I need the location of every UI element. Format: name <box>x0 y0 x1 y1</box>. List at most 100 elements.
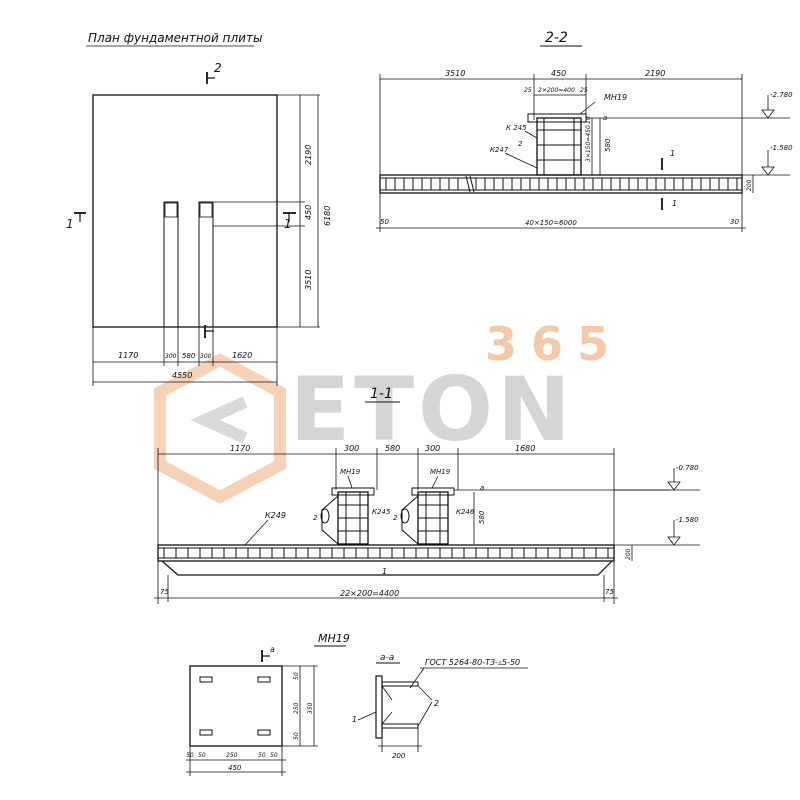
rebar-cage-1-1-left <box>320 487 375 545</box>
cut-mark-2-bottom <box>204 325 214 338</box>
dimension-label: -1.580 <box>676 516 699 524</box>
mn19-cut-mark: а <box>261 645 275 662</box>
dimension-label: 10 <box>585 116 592 124</box>
dimension-label: 2 <box>214 61 222 75</box>
plan-title: План фундаментной плиты <box>88 31 262 45</box>
dimension-label: 580 <box>385 444 400 453</box>
dimension-label: 25 <box>580 87 588 94</box>
mn19-title: МН19 <box>318 632 350 645</box>
dimension-label: МН19 <box>430 468 451 476</box>
dimension-label: 2×200=400 <box>538 87 575 94</box>
dimension-label: МН19 <box>340 468 361 476</box>
dimension-label: 3×150=450 <box>585 125 592 162</box>
watermark-logo-icon <box>154 353 286 504</box>
dimension-label: 450 <box>551 69 566 78</box>
slab-mesh-2-2 <box>379 174 743 194</box>
dimension-label: -0.780 <box>676 464 699 472</box>
dimension-label: 1 <box>382 567 387 576</box>
dimension-label: 1 <box>66 217 74 231</box>
dimension-label: -2.780 <box>770 91 793 99</box>
plan-dims-right: 2190 450 3510 6180 <box>213 94 332 328</box>
dimension-label: 1 <box>670 149 675 158</box>
dimension-label: 40×150=6000 <box>525 219 577 227</box>
mesh-mn19-detail: МН19 а 50 250 50 350 50 50 250 50 50 450 <box>186 632 350 776</box>
cut-mark-1-right: 1 <box>283 212 296 231</box>
dimension-label: 300 <box>200 353 212 360</box>
dimension-label: 250 <box>293 702 300 714</box>
dimension-label: 250 <box>226 752 238 759</box>
dimension-label: К247 <box>490 146 509 154</box>
column-right <box>198 201 214 328</box>
dimension-label: 200 <box>625 548 632 560</box>
dimension-label: 1 <box>672 199 677 208</box>
plan-dims-bottom: 1170 300 580 300 1620 4550 <box>92 327 278 386</box>
cut-mark-1-left: 1 <box>66 212 86 231</box>
section-2-2-title: 2-2 <box>545 30 568 46</box>
dimension-label: К249 <box>265 511 286 520</box>
mesh-label: МН19 <box>604 93 627 102</box>
dimension-label: К246 <box>456 508 475 516</box>
dimension-label: 580 <box>478 510 486 524</box>
dimension-label: 1170 <box>230 444 250 453</box>
dimension-label: 2 <box>434 699 439 708</box>
foundation-plan: План фундаментной плиты 2 1 1 <box>66 31 332 386</box>
gost-note: ГОСТ 5264-80-Т3-▵5-50 <box>425 658 520 667</box>
dimension-label: 75 <box>160 588 169 596</box>
dimension-label: 350 <box>307 702 314 714</box>
detail-a-a: а-а ГОСТ 5264-80-Т3-▵5-50 1 2 200 <box>352 653 528 760</box>
dimension-label: 450 <box>304 205 313 220</box>
watermark: 365 ETON <box>154 317 623 504</box>
dimension-label: 1680 <box>515 444 535 453</box>
dimension-label: 2 <box>313 514 318 522</box>
section-1-1: 1-1 1170 300 580 300 1680 <box>154 386 700 604</box>
section-1-1-title: 1-1 <box>370 386 393 402</box>
dimension-label: 200 <box>746 179 753 191</box>
dimension-label: 450 <box>228 764 242 772</box>
cut-mark-2-top: 2 <box>206 61 222 84</box>
section-2-2: 2-2 3510 450 2190 25 2×200=400 25 МН19 а… <box>376 30 793 232</box>
dimension-label: 50 <box>293 732 300 740</box>
rebar-cage-1-1-right <box>400 487 455 545</box>
dimension-label: а <box>270 645 275 654</box>
dimension-label: -1.580 <box>770 144 793 152</box>
dimension-label: 50 <box>380 218 389 226</box>
watermark-word: ETON <box>290 358 575 461</box>
dimension-label: 50 <box>186 752 194 759</box>
dimension-label: 22×200=4400 <box>340 589 399 598</box>
dimension-label: 300 <box>165 353 177 360</box>
dimension-label: 4550 <box>172 371 192 380</box>
detail-title: а-а <box>380 653 394 663</box>
dimension-label: 25 <box>524 87 532 94</box>
dimension-label: 50 <box>293 672 300 680</box>
dimension-label: 2190 <box>645 69 665 78</box>
dimension-label: 2 <box>518 140 523 148</box>
slab-mesh-1-1 <box>157 544 615 576</box>
dimension-label: 50 <box>198 752 206 759</box>
dimension-label: К245 <box>372 508 391 516</box>
dimension-label: 6180 <box>323 206 332 226</box>
dimension-label: 50 <box>270 752 278 759</box>
dimension-label: 2 <box>393 514 398 522</box>
dimension-label: 1 <box>284 217 292 231</box>
dimension-label: 3510 <box>445 69 465 78</box>
dimension-label: 50 <box>258 752 266 759</box>
dimension-label: а <box>480 484 484 492</box>
dimension-label: 2190 <box>304 145 313 165</box>
dimension-label: 75 <box>605 588 614 596</box>
watermark-number: 365 <box>485 317 623 371</box>
dimension-label: 580 <box>604 138 612 152</box>
dimension-label: 580 <box>182 352 196 360</box>
dimension-label: 200 <box>392 752 406 760</box>
dimension-label: 1 <box>352 715 357 724</box>
dimension-label: 1170 <box>118 351 138 360</box>
slab-outline <box>92 94 278 328</box>
dimension-label: 300 <box>425 444 440 453</box>
dimension-label: 30 <box>730 218 739 226</box>
dimension-label: 1620 <box>232 351 252 360</box>
dimension-label: 300 <box>344 444 359 453</box>
rebar-cage-2-2 <box>527 113 587 176</box>
dimension-label: К 245 <box>506 124 527 132</box>
column-left <box>163 201 179 328</box>
dimension-label: 3510 <box>304 270 313 290</box>
